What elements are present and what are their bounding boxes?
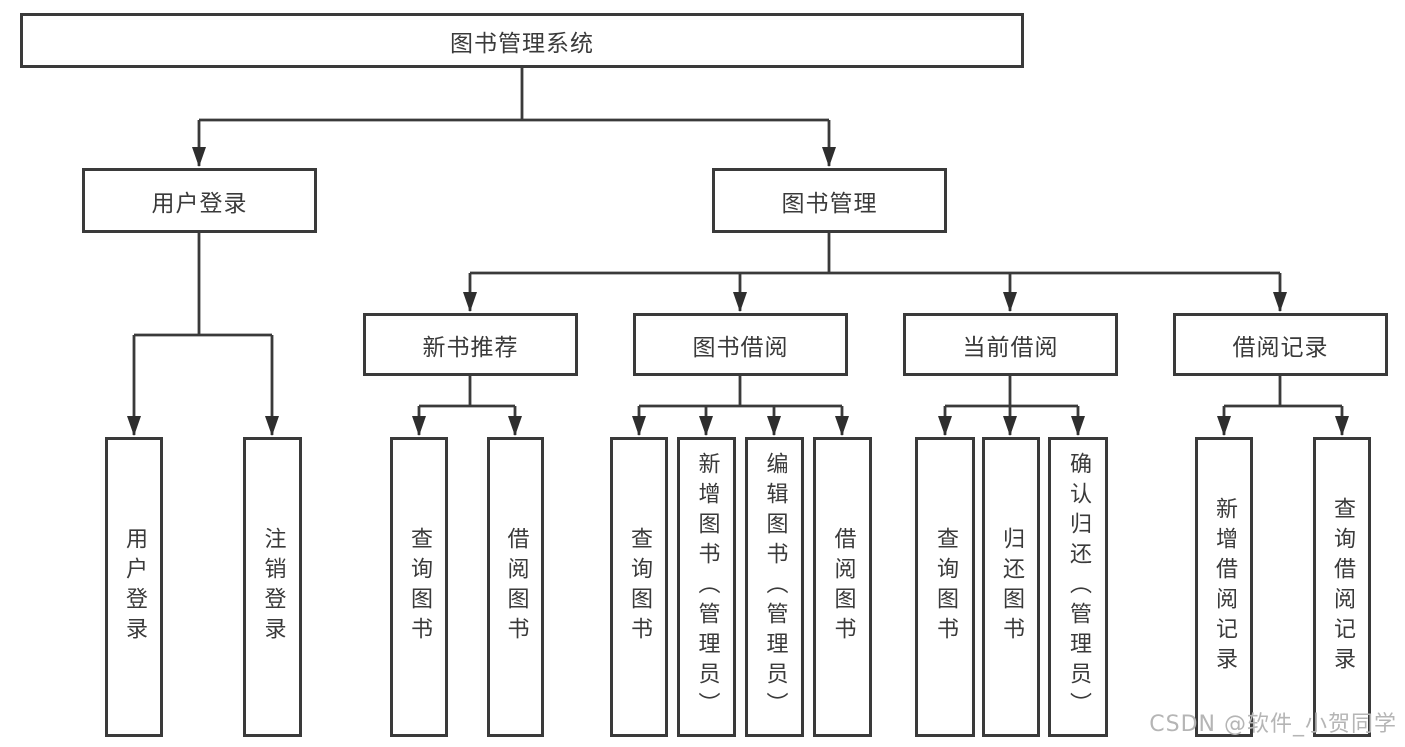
leaf-borrow-books: 借阅图书	[813, 437, 872, 737]
node-borrow-records: 借阅记录	[1173, 313, 1388, 376]
node-book-management: 图书管理	[712, 168, 947, 233]
leaf-user-login: 用户登录	[105, 437, 163, 737]
leaf-edit-book-admin: 编辑图书（管理员）	[745, 437, 804, 737]
node-library-management-system: 图书管理系统	[20, 13, 1024, 68]
leaf-add-borrow-record: 新增借阅记录	[1195, 437, 1253, 737]
node-book-borrow: 图书借阅	[633, 313, 848, 376]
leaf-confirm-return-admin: 确认归还（管理员）	[1048, 437, 1108, 737]
leaf-return-books: 归还图书	[982, 437, 1040, 737]
leaf-query-books-current: 查询图书	[915, 437, 975, 737]
leaf-borrow-books-recommend: 借阅图书	[487, 437, 544, 737]
leaf-query-borrow-record: 查询借阅记录	[1313, 437, 1371, 737]
node-new-book-recommend: 新书推荐	[363, 313, 578, 376]
csdn-watermark: CSDN @软件_小贺同学	[1149, 712, 1397, 737]
node-user-login: 用户登录	[82, 168, 317, 233]
node-current-borrow: 当前借阅	[903, 313, 1118, 376]
leaf-add-book-admin: 新增图书（管理员）	[677, 437, 736, 737]
leaf-logout: 注销登录	[243, 437, 302, 737]
leaf-query-books-borrow: 查询图书	[610, 437, 668, 737]
leaf-query-books-recommend: 查询图书	[390, 437, 448, 737]
